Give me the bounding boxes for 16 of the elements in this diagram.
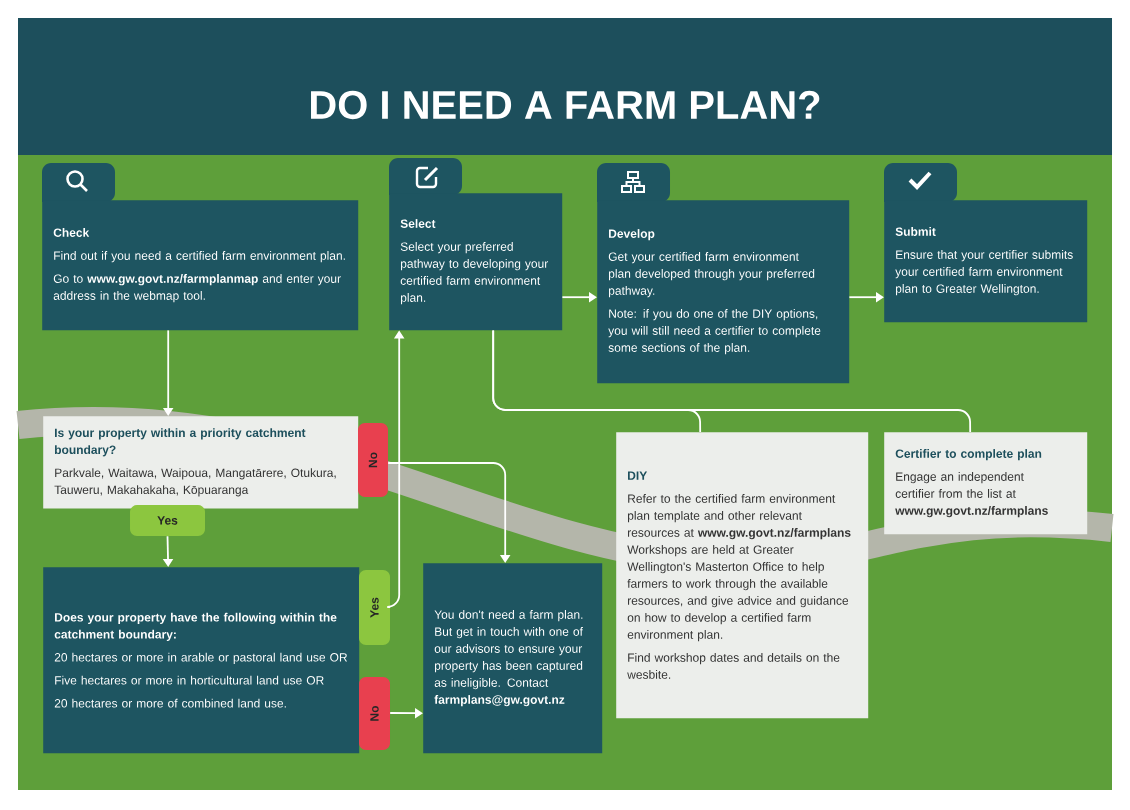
- step-box: Develop Get your certified farm environment plan developed through your preferred pathway. Note: if you do one of the DIY options, you will still need a certifier to complete some sections of the plan.: [597, 163, 850, 384]
- answer-tab: No: [358, 423, 388, 497]
- info-box: DIY Refer to the certified farm environment plan template and other relevant resources at www.gw.govt.nz/farmplans Workshops are held at Greater Wellington's Masterton Office to help farmers to work through the available resources, and give advice and guidance on how to develop a certified farm environment plan. Find workshop dates and details on the wesbite.: [616, 432, 869, 719]
- question-box: Is your property within a priority catchment boundary? Parkvale, Waitawa, Waipoua, Mangatārere, Otukura, Tauweru, Makahakaha, Kōpuaranga: [43, 416, 359, 509]
- answer-tab: Yes: [359, 570, 390, 645]
- title: DO I NEED A FARM PLAN?: [311, 90, 820, 120]
- connector-line: [492, 329, 972, 433]
- step-box: Select Select your preferred pathway to developing your certified farm environment plan.: [389, 158, 563, 331]
- answer-tab: Yes: [130, 505, 205, 536]
- step-box: Submit Ensure that your certifier submits your certified farm environment plan to Greater Wellington.: [884, 163, 1088, 323]
- arrow: [387, 462, 511, 563]
- step-box: Check Find out if you need a certified farm environment plan. Go to www.gw.govt.nz/farmplanmap and enter your address in the webmap tool.: [42, 163, 359, 331]
- info-box: Certifier to complete plan Engage an independent certifier from the list at www.gw.govt.nz/farmplans: [884, 432, 1088, 535]
- answer-tab: No: [359, 677, 390, 750]
- info-box: You don't need a farm plan. But get in touch with one of our advisors to ensure your property has been captured as ineligible. Contact farmplans@gw.govt.nz: [423, 563, 603, 754]
- question-box: Does your property have the following within the catchment boundary: 20 hectares or more in arable or pastoral land use OR Five hectares or more in horticultural land use OR 20 hectares or more of combined land use.: [43, 567, 360, 754]
